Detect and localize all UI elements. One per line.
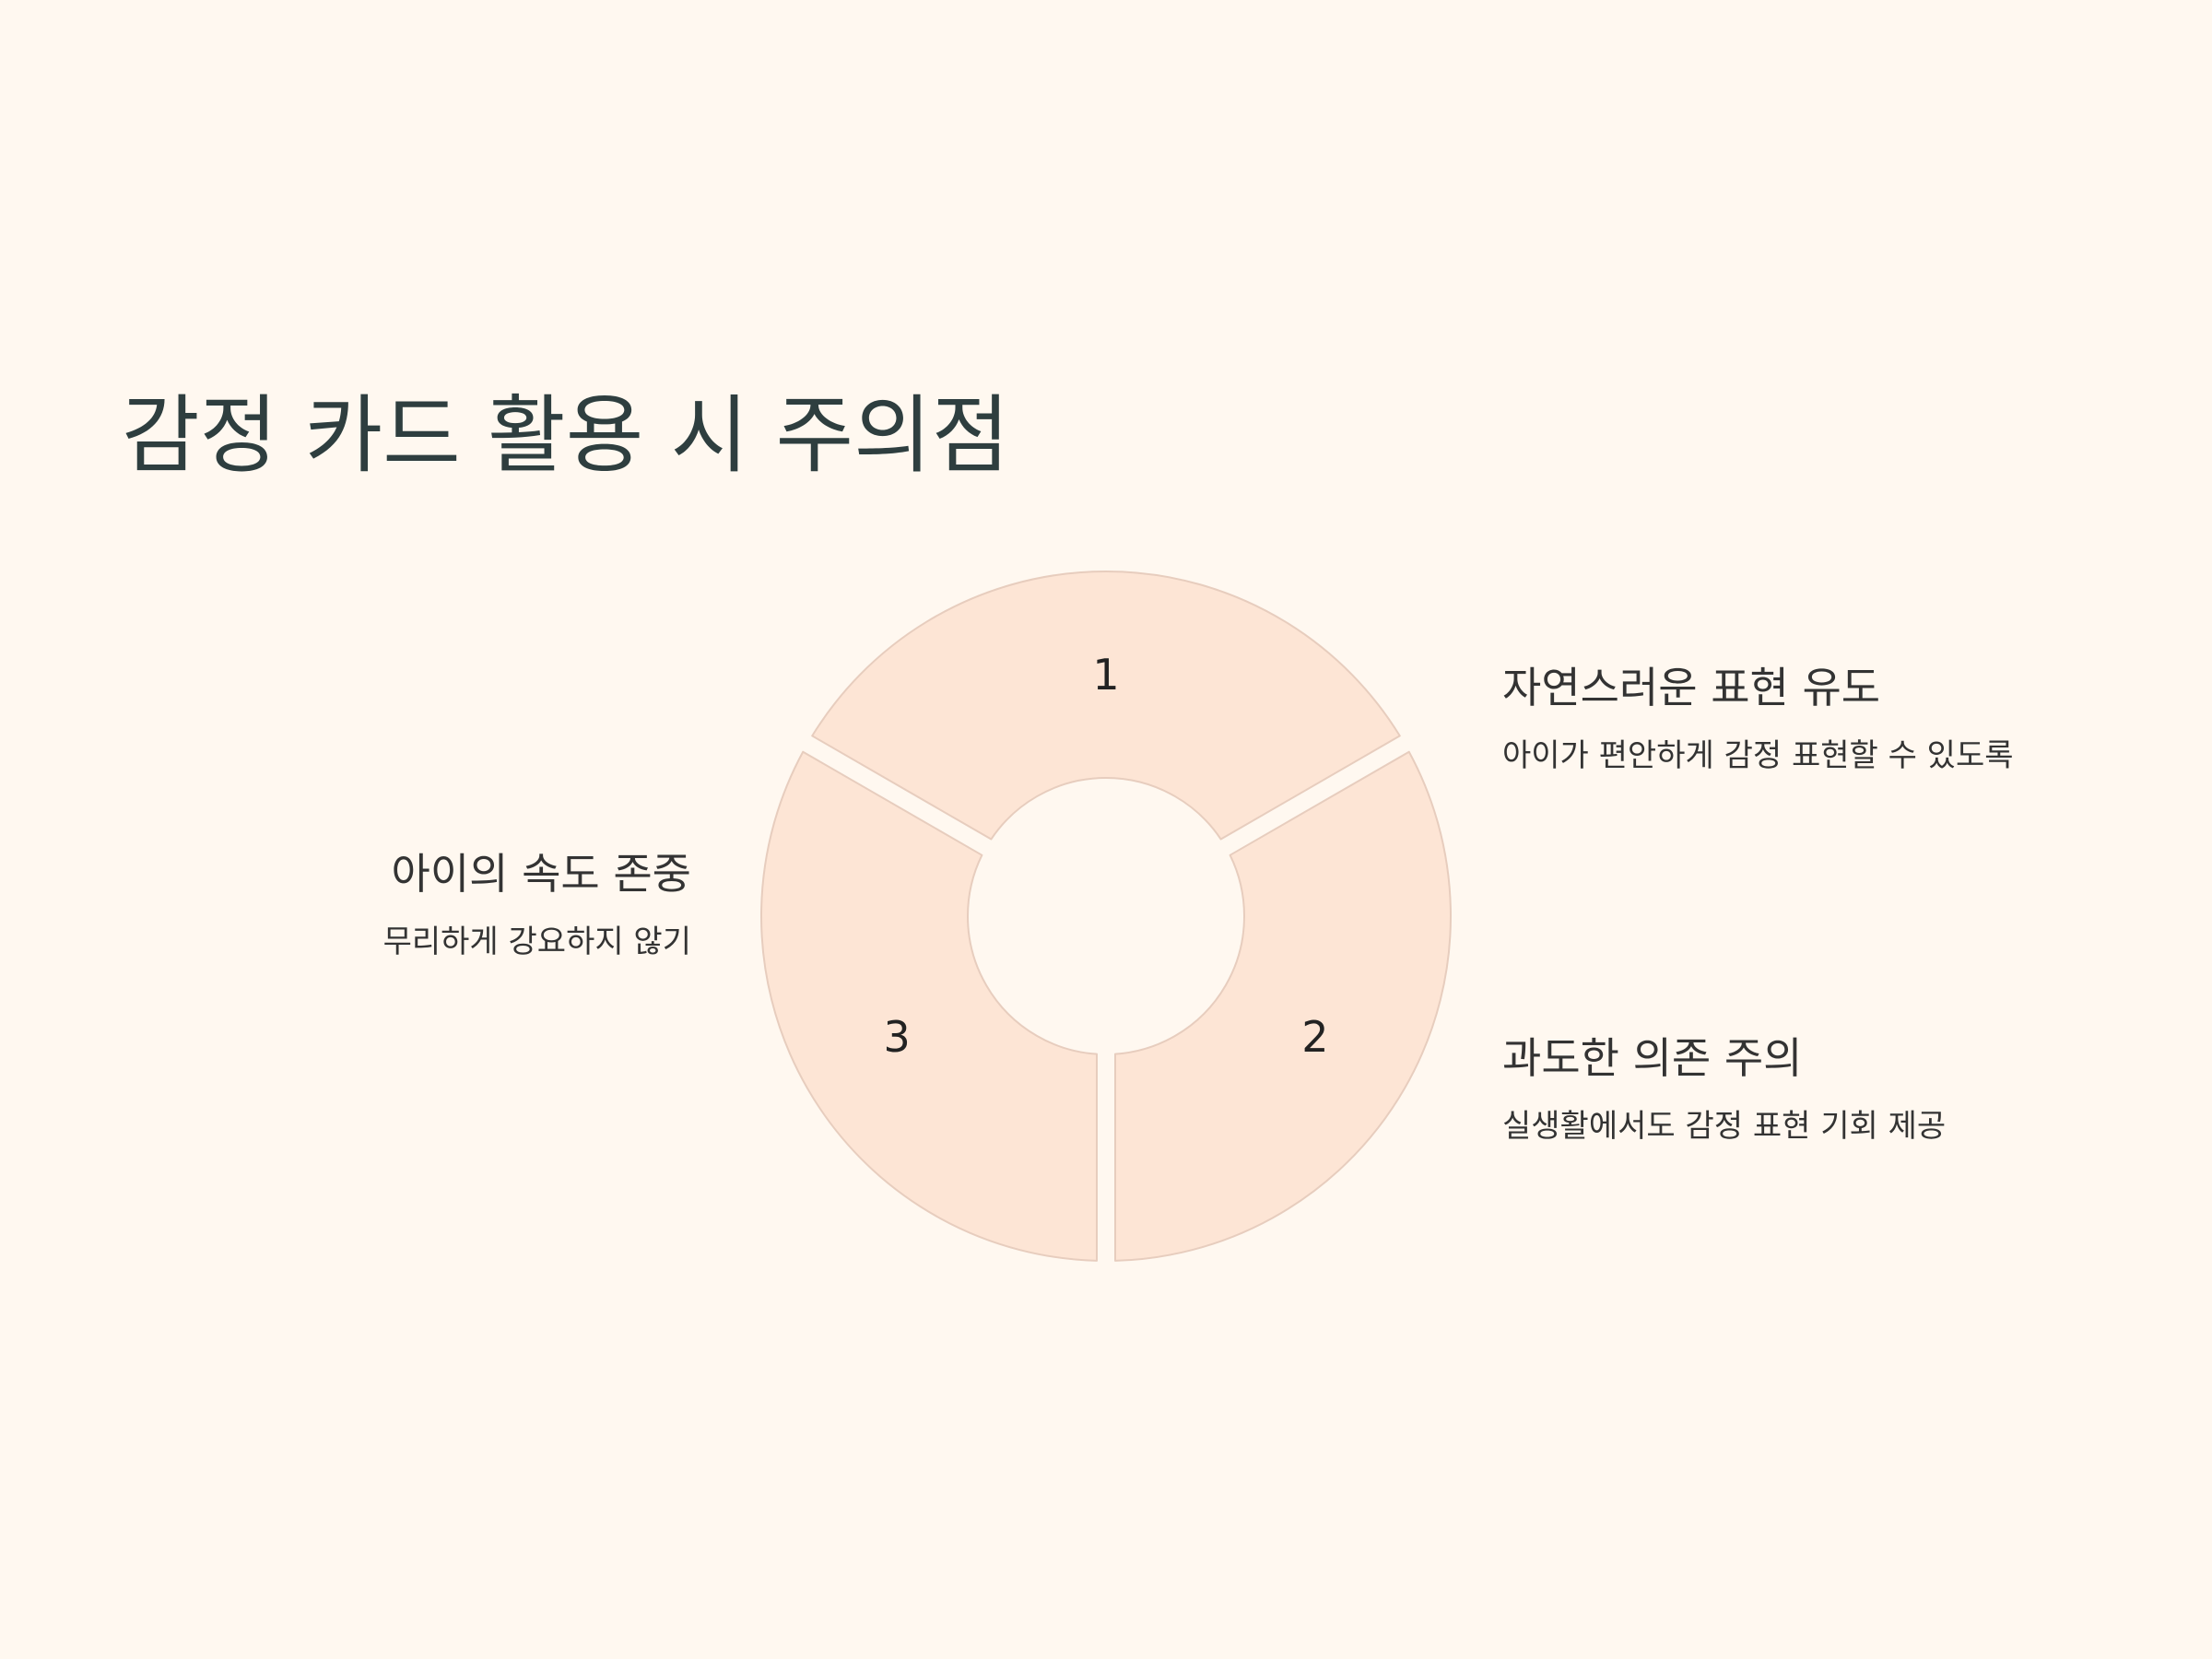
segment-2	[1113, 750, 1452, 1262]
slide-title: 감정 카드 활용 시 주의점	[122, 386, 1010, 485]
item-3-title: 과도한 의존 주의	[1502, 1033, 1803, 1083]
item-2-desc: 아이가 편안하게 감정 표현할 수 있도록	[1502, 737, 2014, 775]
item-3-desc: 실생활에서도 감정 표현 기회 제공	[1502, 1108, 1947, 1146]
item-1: 아이의 속도 존중 무리하게 강요하지 않기	[383, 849, 691, 961]
item-3: 과도한 의존 주의 실생활에서도 감정 표현 기회 제공	[1502, 1033, 1946, 1146]
item-1-desc: 무리하게 강요하지 않기	[382, 924, 691, 961]
item-2: 자연스러운 표현 유도 아이가 편안하게 감정 표현할 수 있도록	[1502, 663, 2014, 775]
item-1-title: 아이의 속도 존중	[391, 849, 691, 899]
segment-3	[760, 750, 1099, 1262]
item-2-title: 자연스러운 표현 유도	[1502, 663, 1881, 712]
segment-1-number: 1	[1092, 650, 1119, 700]
segment-2-number: 2	[1301, 1012, 1328, 1062]
segment-1	[811, 570, 1401, 841]
segment-3-number: 3	[883, 1012, 910, 1062]
